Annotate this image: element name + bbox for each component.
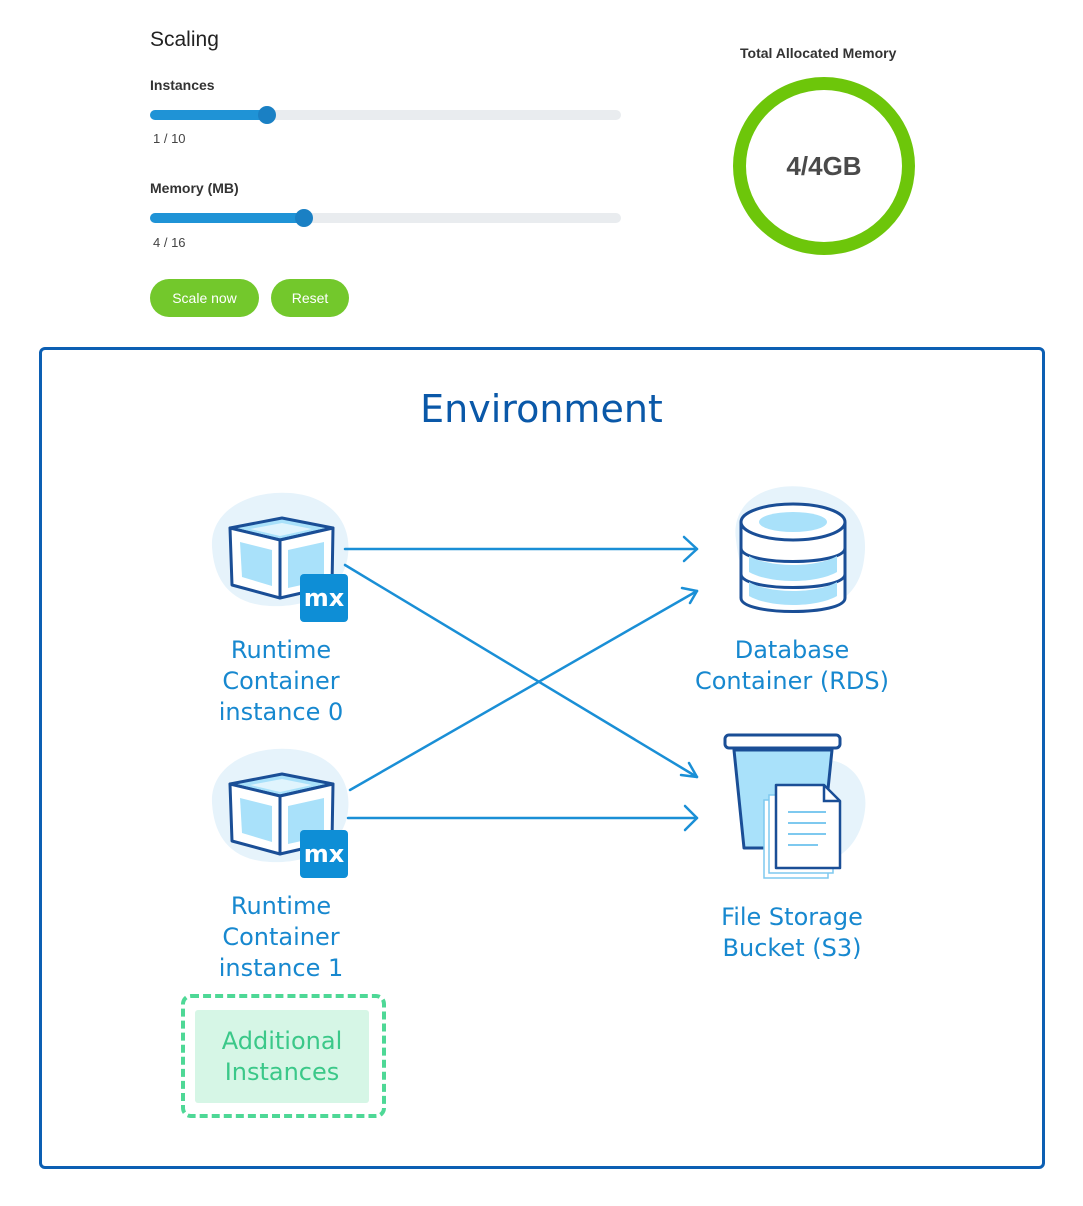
mx-badge-0: mx: [304, 584, 345, 612]
instances-slider-fill: [150, 110, 267, 120]
memory-slider-handle[interactable]: [295, 209, 314, 227]
additional-instances-placeholder: Additional Instances: [195, 1010, 369, 1103]
runtime-instance-1-label: Runtime Container instance 1: [218, 892, 344, 982]
runtime-instance-0-icon: mx: [210, 491, 350, 624]
instances-slider[interactable]: [150, 106, 621, 124]
runtime-instance-0-label: Runtime Container instance 0: [218, 636, 344, 726]
memory-value: 4 / 16: [153, 235, 186, 250]
instances-value: 1 / 10: [153, 131, 186, 146]
runtime-instance-1-icon: mx: [210, 747, 350, 880]
arrow-icon: [343, 563, 699, 779]
mx-badge-1: mx: [304, 840, 345, 868]
memory-gauge-value: 4/4GB: [786, 150, 862, 181]
instances-slider-handle[interactable]: [257, 106, 276, 124]
database-label: Database Container (RDS): [694, 636, 890, 695]
database-icon: [735, 486, 866, 613]
storage-bucket-icon: [723, 733, 866, 879]
arrow-icon: [348, 586, 699, 792]
memory-slider-fill: [150, 213, 305, 223]
additional-instances-dashed-frame: [181, 994, 386, 1118]
instances-label: Instances: [150, 77, 215, 93]
environment-panel: [39, 347, 1045, 1169]
scale-now-button[interactable]: Scale now: [150, 279, 259, 317]
reset-button[interactable]: Reset: [271, 279, 349, 317]
arrow-icon: [346, 804, 699, 832]
total-memory-title: Total Allocated Memory: [740, 45, 897, 61]
memory-slider[interactable]: [150, 209, 621, 227]
storage-label: File Storage Bucket (S3): [721, 903, 863, 962]
memory-label: Memory (MB): [150, 180, 239, 196]
environment-title: Environment: [420, 387, 663, 431]
arrow-icon: [343, 535, 699, 563]
scaling-title: Scaling: [150, 28, 219, 51]
